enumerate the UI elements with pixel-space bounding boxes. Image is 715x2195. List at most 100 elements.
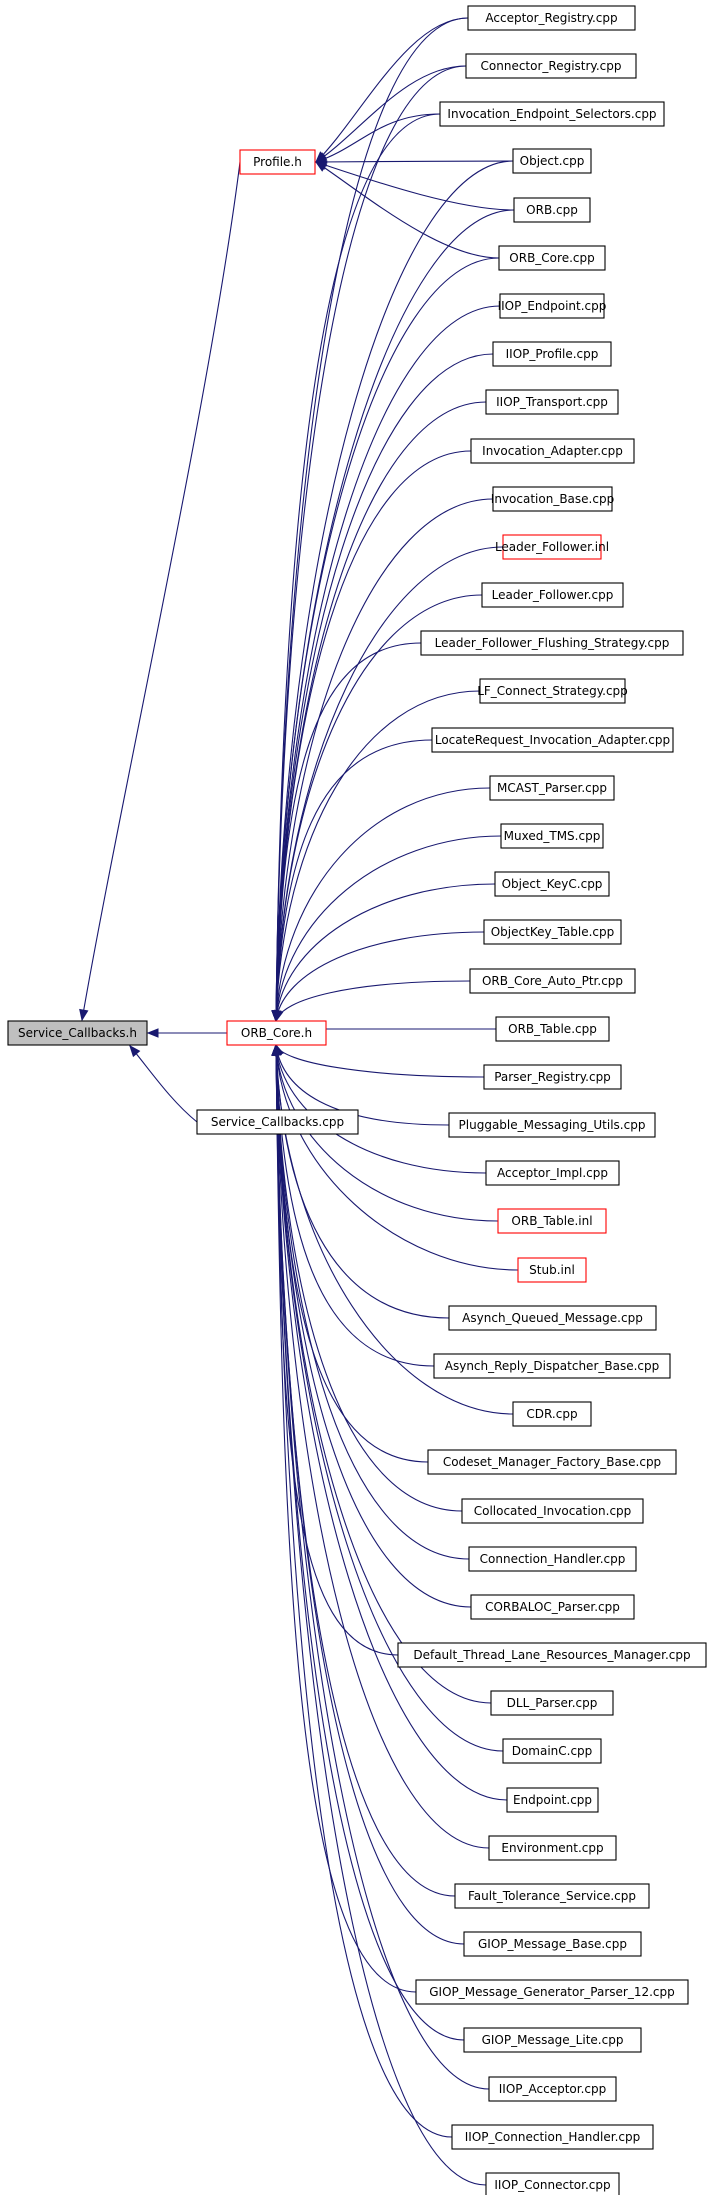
node-leader-follower-cpp[interactable]: Leader_Follower.cpp <box>481 582 624 608</box>
node-invocation-endpoint-selectors-cpp[interactable]: Invocation_Endpoint_Selectors.cpp <box>439 101 665 127</box>
node-iiop-connection-handler-cpp[interactable]: IIOP_Connection_Handler.cpp <box>451 2124 654 2150</box>
edge-orb_core_cpp-to-profile_h <box>315 161 500 259</box>
node-label: Stub.inl <box>529 1263 575 1277</box>
node-environment-cpp[interactable]: Environment.cpp <box>488 1835 617 1861</box>
node-label: Leader_Follower.cpp <box>492 588 614 602</box>
node-leader-follower-flushing-strategy-cpp[interactable]: Leader_Follower_Flushing_Strategy.cpp <box>420 630 684 656</box>
node-box <box>397 1642 707 1668</box>
node-orb-core-auto-ptr-cpp[interactable]: ORB_Core_Auto_Ptr.cpp <box>469 968 636 994</box>
edge-mcast_parser_cpp-to-orb_core_h <box>275 787 491 1022</box>
node-object-keyc-cpp[interactable]: Object_KeyC.cpp <box>494 871 610 897</box>
node-box <box>517 1257 587 1283</box>
node-object-cpp[interactable]: Object.cpp <box>512 148 592 174</box>
node-box <box>483 1064 622 1090</box>
node-acceptor-registry-cpp[interactable]: Acceptor_Registry.cpp <box>467 5 636 31</box>
node-box <box>492 341 612 367</box>
node-label: DomainC.cpp <box>512 1744 593 1758</box>
node-label: Connector_Registry.cpp <box>481 59 622 73</box>
node-stub-inl[interactable]: Stub.inl <box>517 1257 587 1283</box>
node-label: Endpoint.cpp <box>513 1793 592 1807</box>
node-connector-registry-cpp[interactable]: Connector_Registry.cpp <box>465 53 637 79</box>
node-box <box>489 775 615 801</box>
edge-iiop_connector_cpp-to-orb_core_h <box>275 1044 487 2186</box>
node-muxed-tms-cpp[interactable]: Muxed_TMS.cpp <box>500 823 604 849</box>
node-orb-table-cpp[interactable]: ORB_Table.cpp <box>495 1016 610 1042</box>
node-corbaloc-parser-cpp[interactable]: CORBALOC_Parser.cpp <box>470 1594 635 1620</box>
node-label: Connection_Handler.cpp <box>480 1552 626 1566</box>
node-orb-core-h[interactable]: ORB_Core.h <box>226 1020 327 1046</box>
node-locaterequest-invocation-adapter-cpp[interactable]: LocateRequest_Invocation_Adapter.cpp <box>431 727 674 753</box>
node-cdr-cpp[interactable]: CDR.cpp <box>512 1401 592 1427</box>
node-mcast-parser-cpp[interactable]: MCAST_Parser.cpp <box>489 775 615 801</box>
edge-leader_follower_flushing_strategy_cpp-to-orb_core_h <box>275 642 422 1022</box>
node-invocation-adapter-cpp[interactable]: Invocation_Adapter.cpp <box>470 438 635 464</box>
node-giop-message-base-cpp[interactable]: GIOP_Message_Base.cpp <box>463 1931 642 1957</box>
node-label: LF_Connect_Strategy.cpp <box>477 684 628 698</box>
node-box <box>468 1546 637 1572</box>
node-label: Leader_Follower.inl <box>495 540 609 554</box>
edge-asynch_queued_message_cpp-to-orb_core_h <box>275 1044 450 1319</box>
node-default-thread-lane-resources-manager-cpp[interactable]: Default_Thread_Lane_Resources_Manager.cp… <box>397 1642 707 1668</box>
node-label: Invocation_Adapter.cpp <box>482 444 623 458</box>
node-iiop-acceptor-cpp[interactable]: IIOP_Acceptor.cpp <box>488 2076 617 2102</box>
edge-object_keyc_cpp-to-orb_core_h <box>275 883 496 1022</box>
node-orb-table-inl[interactable]: ORB_Table.inl <box>497 1208 607 1234</box>
node-domainc-cpp[interactable]: DomainC.cpp <box>502 1738 602 1764</box>
node-leader-follower-inl[interactable]: Leader_Follower.inl <box>495 534 609 560</box>
edge-profile_h-to-service_callbacks_h <box>81 161 241 1021</box>
node-box <box>485 1160 620 1186</box>
edge-acceptor_impl_cpp-to-orb_core_h <box>275 1044 487 1174</box>
node-box <box>420 630 684 656</box>
node-box <box>481 582 624 608</box>
node-connection-handler-cpp[interactable]: Connection_Handler.cpp <box>468 1546 637 1572</box>
node-asynch-queued-message-cpp[interactable]: Asynch_Queued_Message.cpp <box>448 1305 657 1331</box>
node-box <box>494 871 610 897</box>
node-objectkey-table-cpp[interactable]: ObjectKey_Table.cpp <box>483 919 622 945</box>
node-acceptor-impl-cpp[interactable]: Acceptor_Impl.cpp <box>485 1160 620 1186</box>
node-giop-message-lite-cpp[interactable]: GIOP_Message_Lite.cpp <box>463 2027 642 2053</box>
node-endpoint-cpp[interactable]: Endpoint.cpp <box>506 1787 599 1813</box>
node-box <box>479 678 626 704</box>
node-fault-tolerance-service-cpp[interactable]: Fault_Tolerance_Service.cpp <box>454 1883 650 1909</box>
edge-parser_registry_cpp-to-orb_core_h <box>275 1044 485 1078</box>
node-service-callbacks-h[interactable]: Service_Callbacks.h <box>7 1020 148 1046</box>
node-box <box>499 293 605 319</box>
node-label: IIOP_Connector.cpp <box>494 2178 610 2192</box>
node-orb-core-cpp[interactable]: ORB_Core.cpp <box>498 245 606 271</box>
node-label: Leader_Follower_Flushing_Strategy.cpp <box>435 636 670 650</box>
node-label: ObjectKey_Table.cpp <box>491 925 615 939</box>
edge-giop_message_base_cpp-to-orb_core_h <box>275 1044 465 1945</box>
node-collocated-invocation-cpp[interactable]: Collocated_Invocation.cpp <box>461 1498 644 1524</box>
edge-invocation_base_cpp-to-orb_core_h <box>275 498 494 1022</box>
node-label: GIOP_Message_Lite.cpp <box>482 2033 624 2047</box>
edge-iiop_acceptor_cpp-to-orb_core_h <box>275 1044 490 2090</box>
node-label: ORB_Table.cpp <box>508 1022 597 1036</box>
edge-muxed_tms_cpp-to-orb_core_h <box>275 835 502 1022</box>
node-lf-connect-strategy-cpp[interactable]: LF_Connect_Strategy.cpp <box>477 678 628 704</box>
node-pluggable-messaging-utils-cpp[interactable]: Pluggable_Messaging_Utils.cpp <box>448 1112 656 1138</box>
edge-orb_core_auto_ptr_cpp-to-orb_core_h-arrowhead <box>274 1009 284 1023</box>
edge-lf_connect_strategy_cpp-to-orb_core_h <box>275 690 481 1022</box>
node-iiop-profile-cpp[interactable]: IIOP_Profile.cpp <box>492 341 612 367</box>
node-orb-cpp[interactable]: ORB.cpp <box>513 197 591 223</box>
node-profile-h[interactable]: Profile.h <box>239 149 316 175</box>
node-label: LocateRequest_Invocation_Adapter.cpp <box>435 733 670 747</box>
node-service-callbacks-cpp[interactable]: Service_Callbacks.cpp <box>196 1109 359 1135</box>
edge-orb_core_cpp-to-profile_h-arrowhead <box>314 161 328 172</box>
node-asynch-reply-dispatcher-base-cpp[interactable]: Asynch_Reply_Dispatcher_Base.cpp <box>433 1353 671 1379</box>
edge-stub_inl-to-orb_core_h <box>275 1044 519 1271</box>
node-iiop-endpoint-cpp[interactable]: IIOP_Endpoint.cpp <box>498 293 607 319</box>
edge-object_cpp-to-orb_core_h <box>275 160 514 1022</box>
node-dll-parser-cpp[interactable]: DLL_Parser.cpp <box>490 1690 614 1716</box>
node-giop-message-generator-parser-12-cpp[interactable]: GIOP_Message_Generator_Parser_12.cpp <box>415 1979 689 2005</box>
node-box <box>483 919 622 945</box>
node-codeset-manager-factory-base-cpp[interactable]: Codeset_Manager_Factory_Base.cpp <box>427 1449 677 1475</box>
node-invocation-base-cpp[interactable]: Invocation_Base.cpp <box>491 486 614 512</box>
node-box <box>7 1020 148 1046</box>
node-iiop-connector-cpp[interactable]: IIOP_Connector.cpp <box>485 2172 620 2195</box>
node-parser-registry-cpp[interactable]: Parser_Registry.cpp <box>483 1064 622 1090</box>
node-label: CORBALOC_Parser.cpp <box>485 1600 620 1614</box>
node-iiop-transport-cpp[interactable]: IIOP_Transport.cpp <box>485 389 619 415</box>
node-label: Service_Callbacks.cpp <box>211 1115 344 1129</box>
edge-iiop_connector_cpp-to-orb_core_h-arrowhead <box>271 1043 281 1056</box>
